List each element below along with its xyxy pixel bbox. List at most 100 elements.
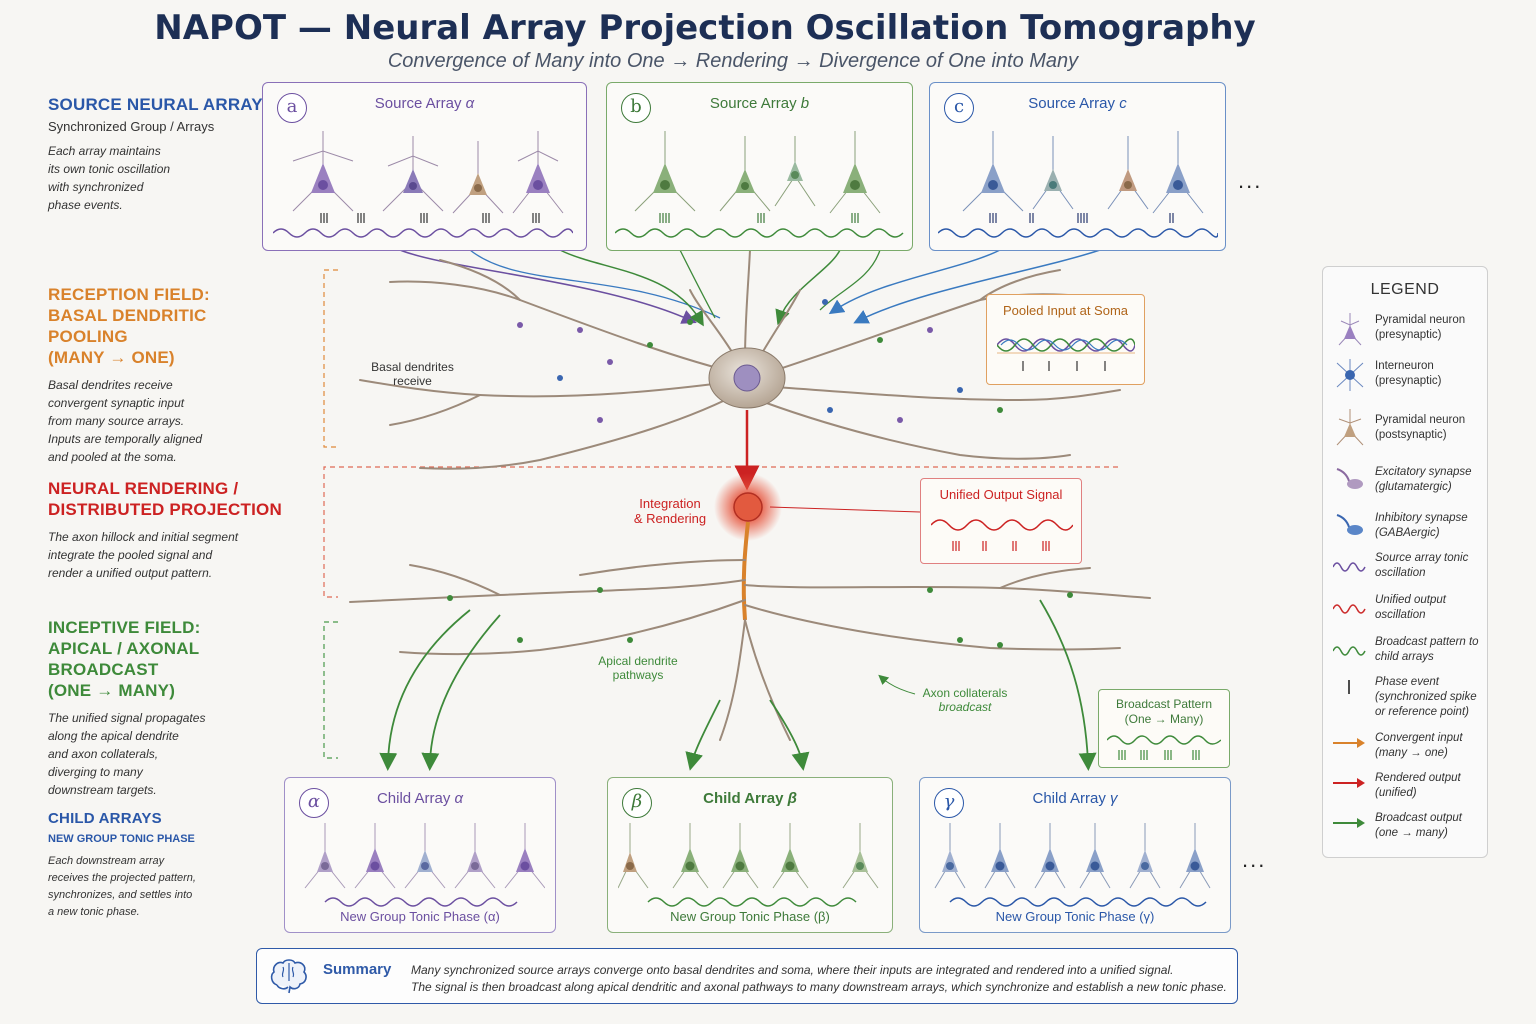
note-line: broadcast (938, 700, 992, 714)
unified-output-label: Unified Output Signal (939, 487, 1063, 502)
child-array-beta[interactable]: β Child Array β New Group Tonic Phase (β… (607, 777, 893, 933)
rendering-heading: NEURAL RENDERING / DISTRIBUTED PROJECTIO… (48, 478, 288, 520)
legend-line: Excitatory synapse (1375, 466, 1472, 478)
summary-heading: Summary (323, 961, 392, 978)
legend-line: (presynaptic) (1375, 329, 1442, 341)
label-symbol: α (454, 790, 464, 807)
integration-node (733, 492, 763, 522)
array-letter: b (621, 93, 651, 123)
label-symbol: b (800, 95, 810, 112)
legend-line: (glutamatergic) (1375, 481, 1452, 493)
desc-line: a new tonic phase. (48, 906, 140, 918)
legend-line: (one → many) (1375, 827, 1448, 839)
phase-events (989, 213, 1174, 223)
broadcast-pattern-label: Broadcast Pattern (One → Many) (1099, 697, 1229, 727)
legend-line: oscillation (1375, 567, 1426, 579)
label-symbol: β (787, 790, 797, 807)
label-symbol: γ (1110, 790, 1118, 807)
convergent-line (469, 249, 721, 319)
brain-icon (270, 959, 307, 994)
heading-line: INCEPTIVE FIELD: (48, 618, 201, 637)
inceptive-section: INCEPTIVE FIELD: APICAL / AXONAL BROADCA… (48, 617, 288, 799)
note-line: Integration (639, 496, 701, 511)
reception-bracket (323, 269, 338, 448)
neuron-cluster (618, 823, 879, 907)
label-text: Child Array (703, 790, 784, 807)
reception-description: Basal dendrites receive convergent synap… (48, 376, 288, 466)
array-label: Source Array c (930, 95, 1225, 112)
legend-line: (GABAergic) (1375, 527, 1440, 539)
convergent-line (775, 249, 841, 326)
label-text: Source Array (1028, 95, 1116, 112)
label-text: Source Array (709, 95, 797, 112)
synapse-dots (517, 299, 1003, 423)
legend-line: Pyramidal neuron (1375, 314, 1466, 326)
legend-line: Broadcast output (1375, 812, 1462, 824)
pooled-input-label: Pooled Input at Soma (1002, 303, 1129, 318)
label-text: Source Array (374, 95, 462, 112)
convergent-line (828, 249, 1001, 315)
legend-text: Broadcast output (one → many) (1375, 811, 1485, 841)
broadcast-synapses (447, 587, 1073, 648)
tonic-wave (647, 897, 857, 907)
desc-line: Inputs are temporally aligned (48, 432, 203, 446)
child-array-alpha[interactable]: α Child Array α New Group Tonic Phase (α… (284, 777, 556, 933)
heading-line: (MANY → ONE) (48, 348, 175, 367)
desc-line: Each downstream array (48, 855, 165, 867)
inhibitory-synapse-icon (1336, 514, 1363, 535)
source-array-a[interactable]: a Source Array α (262, 82, 587, 251)
legend-line: or reference point) (1375, 706, 1469, 718)
desc-line: from many source arrays. (48, 414, 185, 428)
source-heading: SOURCE NEURAL ARRAYS (48, 95, 275, 114)
desc-line: convergent synaptic input (48, 396, 185, 410)
label-text: Child Array (376, 790, 451, 807)
source-neurons (981, 163, 1190, 193)
rendered-arrow-icon (1333, 778, 1365, 788)
broadcast-arrow-icon (1333, 818, 1365, 828)
source-neurons (653, 161, 867, 193)
nucleus (733, 364, 761, 392)
desc-line: The axon hillock and initial segment (48, 530, 239, 544)
child-heading: CHILD ARRAYS (48, 810, 162, 827)
page-subtitle: Convergence of Many into One → Rendering… (387, 50, 1079, 72)
axon-note-arrow (878, 674, 916, 695)
legend-line: Unified output (1375, 594, 1446, 606)
desc-line: diverging to many (48, 765, 143, 779)
summary-box: Summary Many synchronized source arrays … (256, 948, 1238, 1004)
legend-title: LEGEND (1370, 281, 1440, 298)
note-line: Apical dendrite (598, 654, 678, 668)
child-array-gamma[interactable]: γ Child Array γ New Group Tonic Phase (γ… (919, 777, 1231, 933)
label-symbol: α (465, 95, 475, 112)
pyramidal-neuron-icon (1338, 313, 1362, 346)
apical-note: Apical dendrite pathways (588, 654, 688, 682)
summary-line-2: The signal is then broadcast along apica… (411, 980, 1227, 994)
heading-line: (ONE → MANY) (48, 681, 176, 700)
label-line: (One → Many) (1124, 712, 1204, 726)
note-line: Axon collaterals (922, 686, 1008, 700)
source-array-c[interactable]: c Source Array c (929, 82, 1226, 251)
tonic-wave (324, 897, 518, 907)
unified-wave (931, 519, 1073, 551)
desc-line: phase events. (48, 198, 123, 212)
array-label: Source Array α (263, 95, 586, 112)
convergent-arrow-icon (1333, 738, 1365, 748)
legend-text: Pyramidal neuron(postsynaptic) (1375, 413, 1485, 443)
axon-trunk (741, 521, 750, 621)
page-title: NAPOT — Neural Array Projection Oscillat… (154, 8, 1256, 48)
tonic-phase-label: New Group Tonic Phase (γ) (995, 909, 1155, 924)
desc-line: render a unified output pattern. (48, 566, 213, 580)
desc-line: Each array maintains (48, 144, 161, 158)
source-section: SOURCE NEURAL ARRAYS Synchronized Group … (48, 94, 288, 214)
unified-wave-icon (1333, 604, 1366, 614)
legend-line: Pyramidal neuron (1375, 414, 1466, 426)
array-letter: c (944, 93, 974, 123)
source-array-b[interactable]: b Source Array b (606, 82, 913, 251)
child-section: CHILD ARRAYS NEW GROUP TONIC PHASE Each … (48, 808, 288, 921)
integration-note: Integration & Rendering (620, 496, 720, 526)
tonic-wave (949, 897, 1207, 907)
label-symbol: c (1119, 95, 1127, 112)
legend-line: Inhibitory synapse (1375, 512, 1468, 524)
legend-line: (many → one) (1375, 747, 1448, 759)
